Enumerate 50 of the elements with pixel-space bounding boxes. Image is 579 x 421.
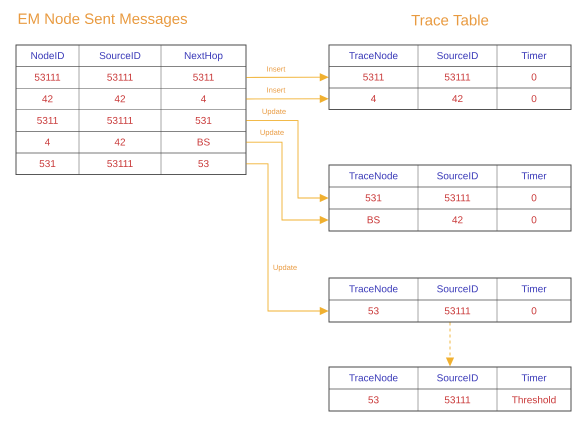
cell-value: 53111 [107, 74, 133, 81]
cell-value: 4 [370, 95, 376, 102]
column-header: Timer [522, 52, 546, 60]
cell-value: 42 [452, 95, 463, 102]
cell-value: 53 [368, 307, 379, 314]
cell-value: 53 [198, 160, 209, 168]
title: EM Node Sent Messages [18, 13, 188, 27]
cell-value: 531 [366, 194, 382, 202]
cell-value: 531 [196, 116, 212, 124]
column-header: SourceID [437, 285, 478, 292]
column-header: NodeID [31, 52, 64, 60]
cell-value: 53111 [444, 194, 470, 202]
column-header: Timer [522, 285, 546, 292]
cell-value: 5311 [363, 73, 384, 81]
cell-value: 53111 [107, 116, 133, 124]
cell-value: 0 [532, 73, 536, 81]
column-header: SourceID [437, 52, 478, 60]
column-header: TraceNode [349, 285, 398, 292]
column-header: TraceNode [349, 374, 398, 382]
column-header: Timer [522, 374, 546, 382]
cell-value: 4 [44, 138, 50, 146]
column-header: SourceID [437, 172, 478, 180]
cell-value: BS [368, 216, 380, 224]
column-header: TraceNode [349, 172, 398, 180]
column-header: TraceNode [349, 52, 398, 60]
cell-value: 531 [40, 160, 56, 168]
cell-value: 5311 [37, 116, 58, 124]
column-header: Timer [522, 172, 546, 180]
cell-value: 53111 [444, 396, 470, 404]
cell-value: 53111 [444, 307, 470, 314]
cell-value: BS [198, 138, 210, 146]
cell-value: 5311 [193, 74, 214, 81]
cell-value: 53 [368, 396, 379, 404]
column-header: NextHop [184, 52, 223, 62]
cell-value: 0 [532, 216, 536, 224]
cell-value: 53111 [107, 160, 133, 168]
cell-value: 0 [532, 194, 536, 202]
cell-value: 42 [42, 95, 53, 102]
heading: Trace Table [411, 14, 488, 26]
cell-value: 42 [114, 95, 126, 102]
cell-value: 0 [532, 307, 536, 314]
cell-value: 42 [114, 138, 126, 146]
cell-value: 53111 [34, 74, 60, 81]
cell-value: 0 [532, 95, 536, 102]
column-header: SourceID [437, 374, 478, 382]
cell-value: 4 [200, 95, 206, 102]
cell-value: 42 [452, 216, 463, 224]
column-header: SourceID [100, 52, 140, 60]
cell-value: Threshold [512, 396, 556, 404]
cell-value: 53111 [444, 73, 470, 81]
